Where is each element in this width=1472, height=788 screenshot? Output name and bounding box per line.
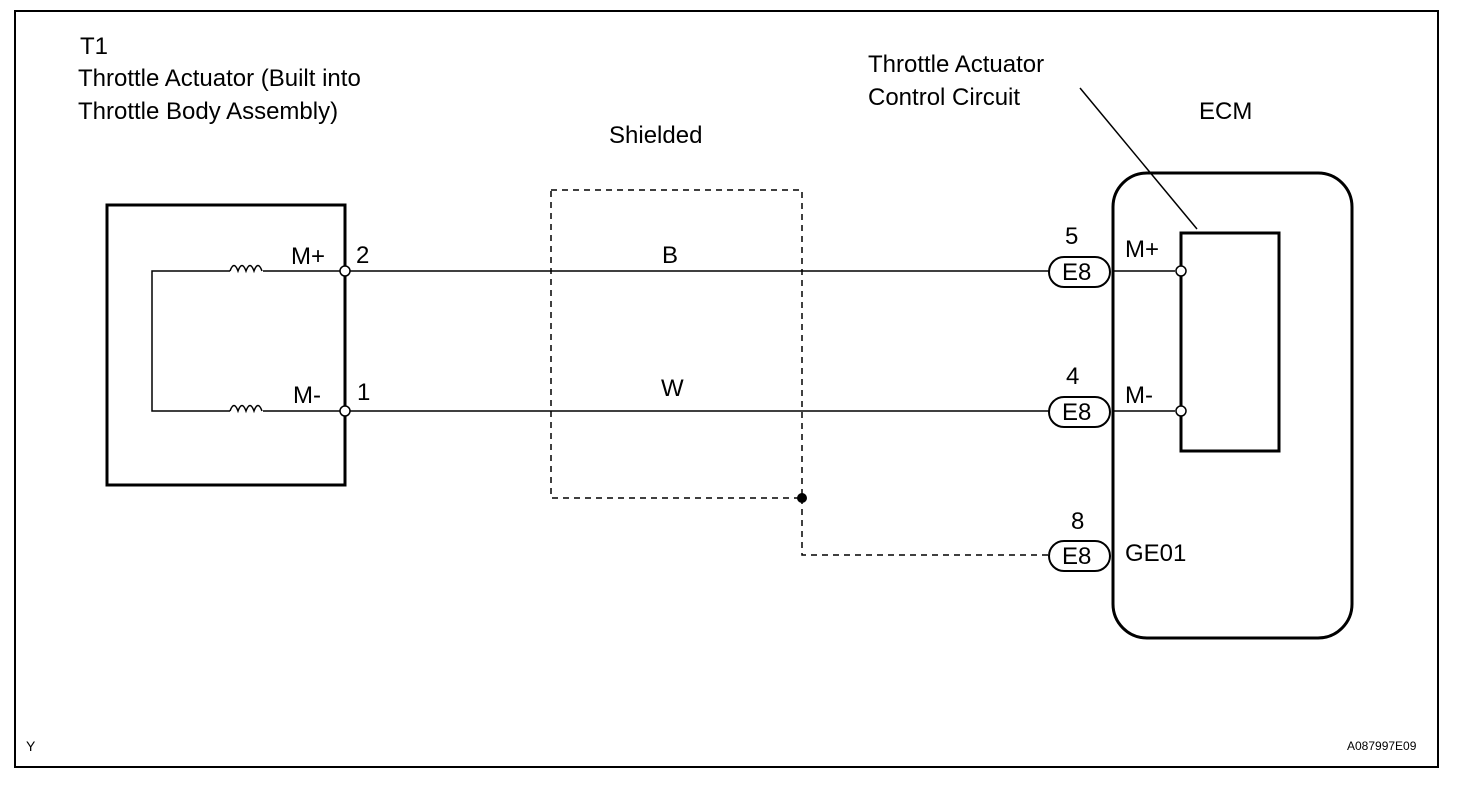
t1-pin-mplus-label: M+ [291,243,326,270]
callout-leader [1079,87,1198,230]
ecm-pin-label-mminus: M- [1125,382,1153,409]
t1-code: T1 [80,33,109,60]
t1-name-line1: Throttle Actuator (Built into [78,65,361,92]
connector-e8-pin4 [1048,396,1111,428]
connector-label-e8: E8 [1062,399,1092,426]
figure-id: A087997E09 [1347,739,1417,753]
connector-e8-pin8 [1048,540,1111,572]
t1-name-line2: Throttle Body Assembly) [78,98,339,125]
connector-e8-pin5 [1048,256,1111,288]
ecm-pin-number-4: 4 [1066,363,1080,390]
ecm-pin-number-5: 5 [1065,223,1079,250]
wire-color-b: B [662,242,679,269]
ecm-box [1111,171,1354,640]
control-circuit-box [1179,231,1281,453]
shield-drain-wire [801,498,1049,556]
terminal-t1-pin1 [339,405,351,417]
ecm-label: ECM [1199,98,1253,125]
throttle-actuator-box [105,203,347,487]
t1-pin-number-2: 2 [356,242,370,269]
shield-label: Shielded [609,122,703,149]
ecm-pin-number-8: 8 [1071,508,1085,535]
motor-coil-top [229,264,263,274]
diagram-border [14,10,1439,768]
ecm-pin-label-mplus: M+ [1125,236,1160,263]
connector-label-e8: E8 [1062,259,1092,286]
control-circuit-callout-line1: Throttle Actuator [868,51,1045,78]
shield-box [550,189,803,499]
shield-junction-dot [797,493,807,503]
actuator-internal-wiring [151,270,230,412]
t1-pin-mminus-label: M- [293,382,321,409]
terminal-t1-pin2 [339,265,351,277]
motor-coil-bottom [229,404,263,414]
ecm-pin-label-ge01: GE01 [1125,540,1187,567]
footer-left-mark: Y [26,738,36,754]
connector-label-e8: E8 [1062,543,1092,570]
wire-color-w: W [661,375,684,402]
terminal-ecm-mplus [1175,265,1187,277]
t1-pin-number-1: 1 [357,379,371,406]
terminal-ecm-mminus [1175,405,1187,417]
control-circuit-callout-line2: Control Circuit [868,84,1021,111]
